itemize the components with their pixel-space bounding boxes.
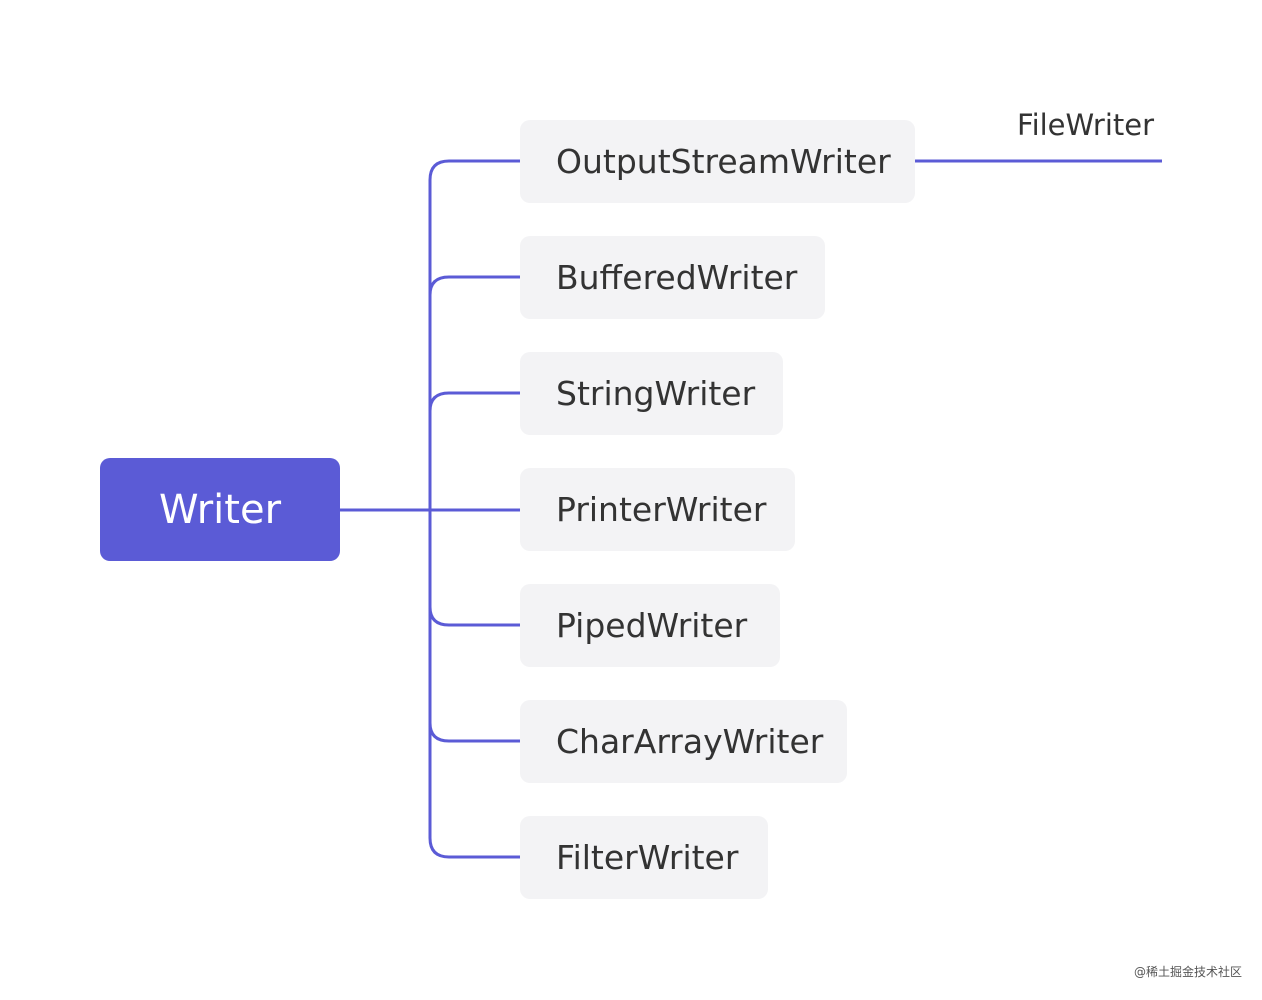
branch-chararraywriter — [428, 722, 520, 743]
leaf-node-filewriter: FileWriter — [1017, 108, 1155, 142]
node-outputstreamwriter: OutputStreamWriter — [520, 120, 915, 203]
node-label: BufferedWriter — [556, 258, 798, 297]
node-label: FilterWriter — [556, 838, 739, 877]
node-label: PipedWriter — [556, 606, 748, 645]
node-pipedwriter: PipedWriter — [520, 584, 780, 667]
node-label: PrinterWriter — [556, 490, 767, 529]
root-node-label: Writer — [158, 486, 282, 533]
node-label: StringWriter — [556, 374, 756, 413]
node-printerwriter: PrinterWriter — [520, 468, 795, 551]
watermark: @稀土掘金技术社区 — [1133, 965, 1242, 979]
branch-stringwriter — [428, 391, 520, 412]
node-chararraywriter: CharArrayWriter — [520, 700, 847, 783]
branch-pipedwriter — [428, 606, 520, 627]
node-stringwriter: StringWriter — [520, 352, 783, 435]
node-bufferedwriter: BufferedWriter — [520, 236, 825, 319]
node-filterwriter: FilterWriter — [520, 816, 768, 899]
node-label: OutputStreamWriter — [556, 142, 891, 181]
branch-bufferedwriter — [428, 275, 520, 296]
branch-filterwriter — [428, 837, 520, 859]
node-label: CharArrayWriter — [556, 722, 824, 761]
branch-outputstreamwriter — [428, 159, 520, 181]
root-node-writer: Writer — [100, 458, 340, 561]
